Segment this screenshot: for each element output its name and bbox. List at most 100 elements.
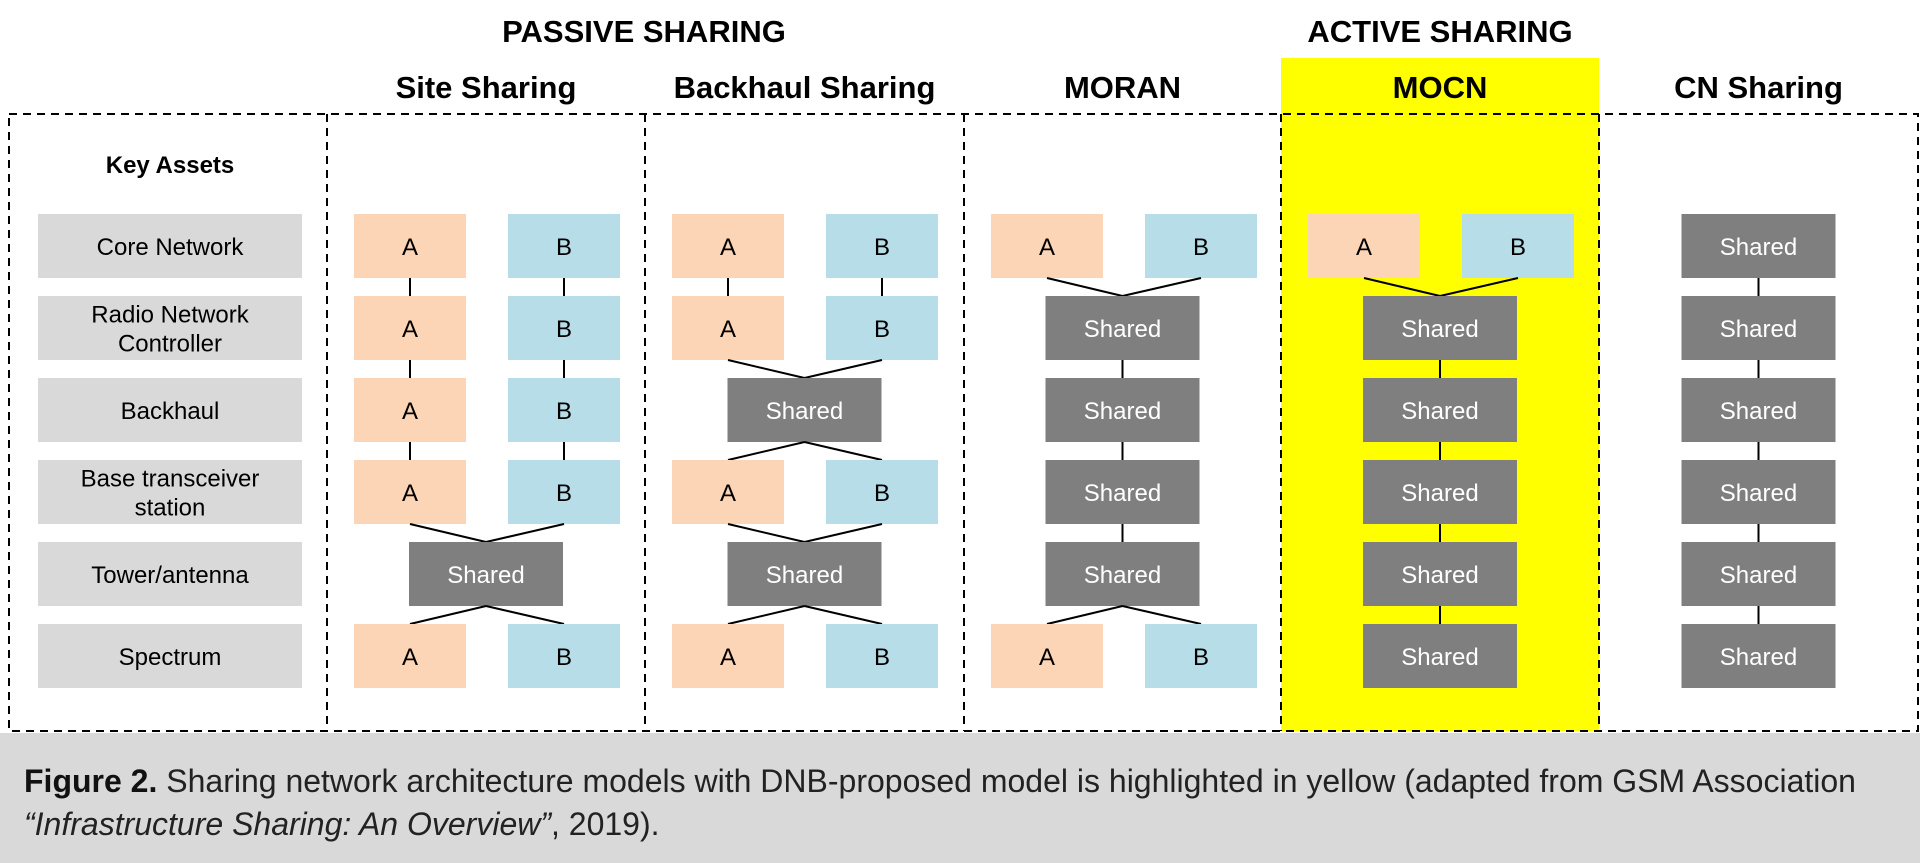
operator-a-box — [672, 214, 784, 278]
shared-box — [1045, 296, 1200, 360]
asset-row — [38, 460, 302, 524]
asset-row — [38, 296, 302, 360]
operator-b-label: B — [556, 234, 572, 261]
shared-box — [1363, 542, 1517, 606]
operator-a-box — [672, 296, 784, 360]
column-header: MORAN — [1064, 70, 1181, 105]
operator-b-label: B — [874, 644, 890, 671]
connector — [727, 441, 805, 461]
connector — [804, 605, 883, 625]
connector — [1439, 277, 1519, 297]
asset-label: Controller — [118, 331, 222, 358]
shared-label: Shared — [1720, 316, 1797, 343]
connector — [727, 523, 805, 543]
asset-row — [38, 542, 302, 606]
connector — [1046, 277, 1123, 297]
operator-a-label: A — [1039, 644, 1055, 671]
shared-box — [1045, 378, 1200, 442]
operator-a-label: A — [402, 398, 418, 425]
operator-b-label: B — [556, 644, 572, 671]
connector — [804, 523, 883, 543]
shared-label: Shared — [766, 562, 843, 589]
shared-label: Shared — [766, 398, 843, 425]
shared-label: Shared — [1401, 316, 1478, 343]
shared-box — [409, 542, 563, 606]
operator-b-box — [508, 460, 620, 524]
shared-box — [1681, 296, 1836, 360]
caption-source-title: “Infrastructure Sharing: An Overview” — [24, 806, 551, 842]
passive-sharing-header: PASSIVE SHARING — [502, 14, 786, 49]
operator-a-box — [672, 460, 784, 524]
shared-label: Shared — [1401, 480, 1478, 507]
key-assets-title: Key Assets — [106, 152, 235, 179]
operator-b-label: B — [556, 316, 572, 343]
connector — [727, 359, 805, 379]
operator-a-box — [991, 624, 1103, 688]
operator-a-label: A — [1356, 234, 1372, 261]
operator-a-label: A — [720, 316, 736, 343]
caption-year: , 2019). — [551, 806, 660, 842]
operator-b-label: B — [874, 234, 890, 261]
operator-a-label: A — [1039, 234, 1055, 261]
connector — [804, 441, 883, 461]
operator-b-label: B — [1193, 234, 1209, 261]
operator-a-box — [354, 296, 466, 360]
connector — [1122, 277, 1202, 297]
operator-b-box — [1145, 624, 1257, 688]
operator-a-label: A — [720, 234, 736, 261]
operator-a-box — [991, 214, 1103, 278]
operator-b-label: B — [1510, 234, 1526, 261]
connector — [1122, 605, 1202, 625]
asset-label: Radio Network — [91, 302, 249, 329]
operator-b-label: B — [1193, 644, 1209, 671]
caption-text: Sharing network architecture models with… — [157, 763, 1856, 799]
operator-a-box — [354, 624, 466, 688]
shared-label: Shared — [1401, 398, 1478, 425]
shared-box — [727, 542, 882, 606]
shared-label: Shared — [1084, 562, 1161, 589]
asset-label: Base transceiver — [81, 466, 260, 493]
operator-a-label: A — [402, 644, 418, 671]
connector — [727, 605, 805, 625]
shared-label: Shared — [1720, 644, 1797, 671]
shared-label: Shared — [1401, 562, 1478, 589]
asset-row — [38, 624, 302, 688]
operator-b-box — [826, 460, 938, 524]
active-sharing-header: ACTIVE SHARING — [1307, 14, 1572, 49]
asset-label: Core Network — [97, 234, 245, 261]
connector — [409, 523, 487, 543]
operator-b-label: B — [874, 316, 890, 343]
column-header: MOCN — [1393, 70, 1488, 105]
shared-label: Shared — [1720, 398, 1797, 425]
operator-b-label: B — [874, 480, 890, 507]
asset-row — [38, 378, 302, 442]
operator-b-box — [826, 214, 938, 278]
operator-a-box — [672, 624, 784, 688]
figure-caption: Figure 2. Sharing network architecture m… — [0, 733, 1920, 863]
operator-a-box — [1308, 214, 1420, 278]
operator-b-box — [508, 378, 620, 442]
shared-box — [1681, 460, 1836, 524]
column-header: CN Sharing — [1674, 70, 1843, 105]
operator-b-box — [826, 624, 938, 688]
operator-b-box — [508, 296, 620, 360]
operator-a-label: A — [402, 316, 418, 343]
operator-a-label: A — [720, 480, 736, 507]
caption-label: Figure 2. — [24, 763, 158, 799]
shared-box — [1045, 542, 1200, 606]
operator-b-box — [1145, 214, 1257, 278]
operator-b-box — [508, 214, 620, 278]
shared-label: Shared — [1401, 644, 1478, 671]
shared-label: Shared — [1084, 398, 1161, 425]
shared-label: Shared — [1720, 480, 1797, 507]
shared-box — [1681, 542, 1836, 606]
asset-row — [38, 214, 302, 278]
operator-b-box — [826, 296, 938, 360]
shared-box — [1045, 460, 1200, 524]
connector — [485, 605, 565, 625]
connector — [804, 359, 883, 379]
connector — [1046, 605, 1123, 625]
operator-a-box — [354, 378, 466, 442]
shared-box — [1363, 460, 1517, 524]
column-header: Backhaul Sharing — [674, 70, 936, 105]
